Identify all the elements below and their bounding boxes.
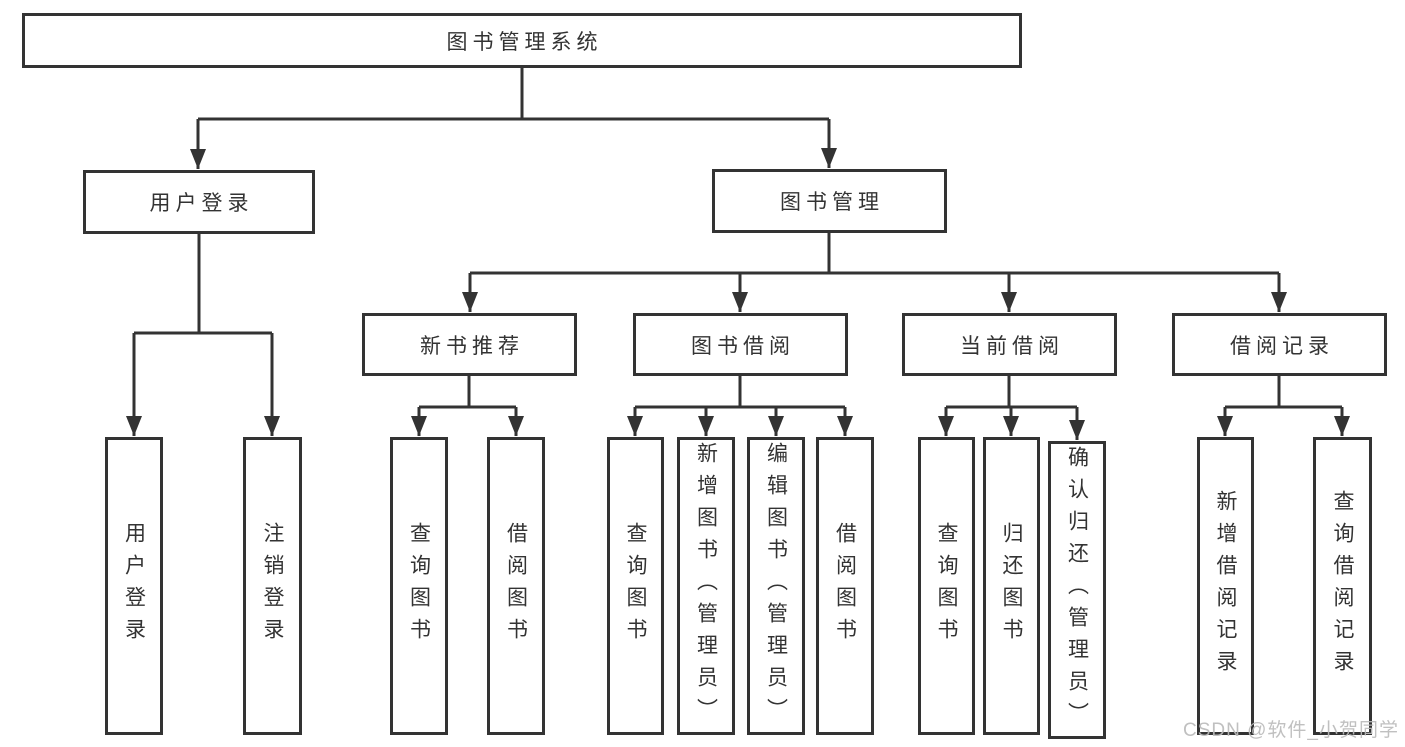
leaf-add-books-admin: 新增图书（管理员） [677,437,735,735]
leaf-query-books-borrowing: 查询图书 [607,437,664,735]
leaf-borrow-books-newbooks: 借阅图书 [487,437,545,735]
csdn-watermark: CSDN @软件_小贺同学 [1183,720,1399,741]
node-book-borrowing: 图书借阅 [633,313,848,376]
node-current-borrowing: 当前借阅 [902,313,1117,376]
leaf-query-borrow-record: 查询借阅记录 [1313,437,1372,735]
node-book-management: 图书管理 [712,169,947,233]
node-new-book-recommendation: 新书推荐 [362,313,577,376]
leaf-add-borrow-record: 新增借阅记录 [1197,437,1254,735]
node-borrowing-records: 借阅记录 [1172,313,1387,376]
leaf-return-books: 归还图书 [983,437,1040,735]
leaf-user-login: 用户登录 [105,437,163,735]
leaf-confirm-return-admin: 确认归还（管理员） [1048,441,1106,739]
leaf-query-books-current: 查询图书 [918,437,975,735]
node-root-library-system: 图书管理系统 [22,13,1022,68]
connector-lines [126,68,1350,440]
leaf-borrow-books-borrowing: 借阅图书 [816,437,874,735]
leaf-logout: 注销登录 [243,437,302,735]
leaf-edit-books-admin: 编辑图书（管理员） [747,437,805,735]
leaf-query-books-newbooks: 查询图书 [390,437,448,735]
node-user-login: 用户登录 [83,170,315,234]
